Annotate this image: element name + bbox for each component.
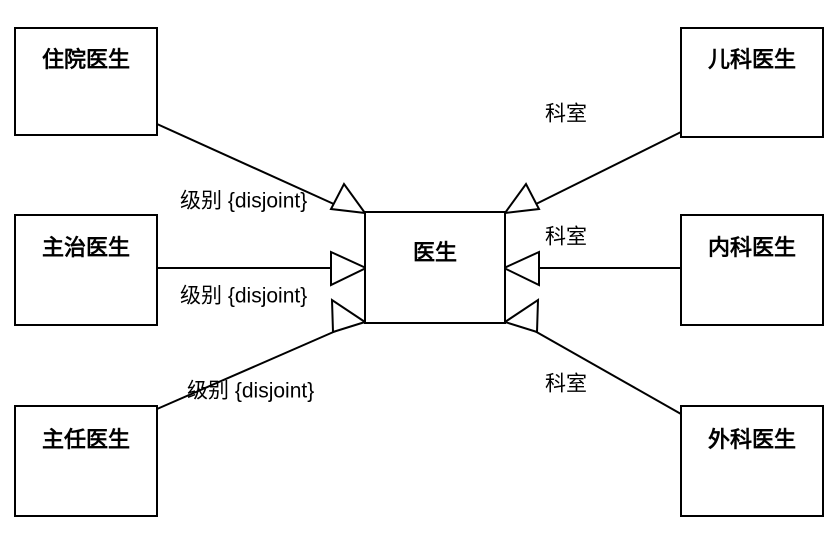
edge-line-pediatric	[533, 131, 682, 206]
edge-label-surgical: 科室	[545, 373, 587, 396]
entity-box-resident[interactable]	[14, 27, 158, 136]
entity-box-central-doctor[interactable]	[364, 211, 506, 324]
generalization-arrowhead-attending	[330, 250, 369, 287]
edge-label-attending: 级别 {disjoint}	[180, 285, 307, 308]
entity-label-resident: 住院医生	[42, 47, 130, 72]
generalization-arrowhead-chief	[330, 298, 368, 334]
edge-label-internal: 科室	[545, 226, 587, 249]
entity-central-doctor[interactable]: 医生	[364, 211, 506, 324]
edge-line-resident	[156, 123, 337, 206]
entity-box-surgical[interactable]	[680, 405, 824, 517]
entity-box-attending[interactable]	[14, 214, 158, 326]
entity-attending[interactable]: 主治医生	[14, 214, 158, 326]
entity-label-internal: 内科医生	[708, 235, 796, 260]
generalization-arrowhead-resident	[329, 182, 368, 215]
entity-label-chief: 主任医生	[42, 427, 130, 452]
edge-label-pediatric: 科室	[545, 103, 587, 126]
entity-surgical[interactable]: 外科医生	[680, 405, 824, 517]
generalization-arrowhead-pediatric	[502, 182, 541, 215]
entity-label-pediatric: 儿科医生	[707, 47, 796, 72]
entity-pediatric[interactable]: 儿科医生	[680, 27, 824, 138]
edge-label-resident: 级别 {disjoint}	[180, 190, 307, 213]
generalization-arrowhead-surgical	[502, 298, 540, 334]
entity-label-attending: 主治医生	[42, 235, 130, 260]
entity-resident[interactable]: 住院医生	[14, 27, 158, 136]
edge-line-surgical	[532, 329, 682, 415]
entity-internal[interactable]: 内科医生	[680, 214, 824, 326]
entity-box-chief[interactable]	[14, 405, 158, 517]
entity-label-surgical: 外科医生	[708, 427, 796, 452]
edge-line-chief	[156, 329, 339, 410]
edge-label-chief: 级别 {disjoint}	[187, 380, 314, 403]
entity-box-internal[interactable]	[680, 214, 824, 326]
entity-chief[interactable]: 主任医生	[14, 405, 158, 517]
generalization-arrowhead-internal	[501, 250, 540, 287]
entity-label-central-doctor: 医生	[413, 240, 457, 265]
entity-box-pediatric[interactable]	[680, 27, 824, 138]
